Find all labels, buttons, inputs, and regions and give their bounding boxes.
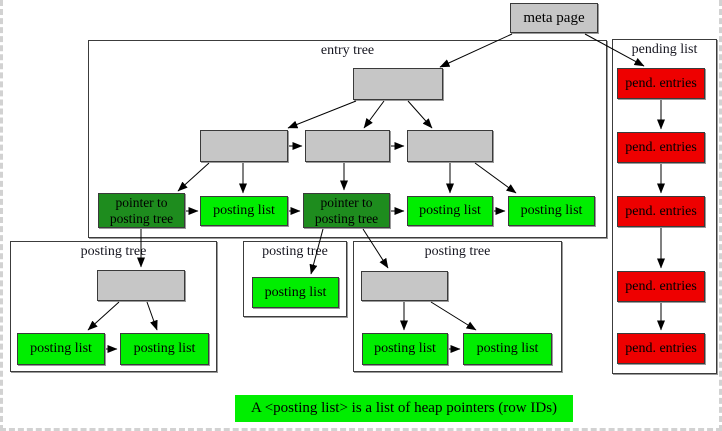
pointer-to-posting-tree-node-1: pointer to posting tree bbox=[98, 193, 185, 228]
middle-posting-list-node: posting list bbox=[252, 277, 339, 308]
pend-entries-node-3: pend. entries bbox=[617, 196, 705, 227]
posting-tree-middle-label: posting tree bbox=[262, 244, 328, 259]
left-posting-list-node-1: posting list bbox=[17, 333, 105, 365]
posting-list-node-2: posting list bbox=[407, 196, 493, 226]
entry-tree-root-node bbox=[353, 68, 443, 100]
right-posting-tree-root-node bbox=[361, 271, 448, 301]
posting-list-node-1: posting list bbox=[200, 196, 288, 226]
entry-tree-internal-node-2 bbox=[305, 130, 390, 162]
posting-tree-right-label: posting tree bbox=[424, 244, 491, 259]
entry-tree-internal-node-3 bbox=[407, 130, 493, 162]
pending-list-label: pending list bbox=[631, 42, 698, 57]
left-posting-list-node-2: posting list bbox=[120, 333, 209, 365]
pointer-to-posting-tree-node-2: pointer to posting tree bbox=[303, 193, 390, 228]
entry-tree-label: entry tree bbox=[320, 43, 375, 58]
pend-entries-node-1: pend. entries bbox=[617, 68, 705, 99]
left-posting-tree-root-node bbox=[97, 270, 185, 301]
posting-list-node-3: posting list bbox=[508, 196, 595, 226]
pend-entries-node-5: pend. entries bbox=[617, 333, 705, 364]
right-posting-list-node-2: posting list bbox=[463, 333, 552, 365]
pend-entries-node-4: pend. entries bbox=[617, 271, 705, 302]
pend-entries-node-2: pend. entries bbox=[617, 132, 705, 163]
posting-tree-left-label: posting tree bbox=[80, 244, 147, 259]
page-border-left bbox=[0, 0, 3, 431]
entry-tree-internal-node-1 bbox=[200, 130, 288, 162]
right-posting-list-node-1: posting list bbox=[362, 333, 448, 365]
meta-page-node: meta page bbox=[510, 3, 598, 33]
caption-bar: A <posting list> is a list of heap point… bbox=[235, 395, 573, 422]
